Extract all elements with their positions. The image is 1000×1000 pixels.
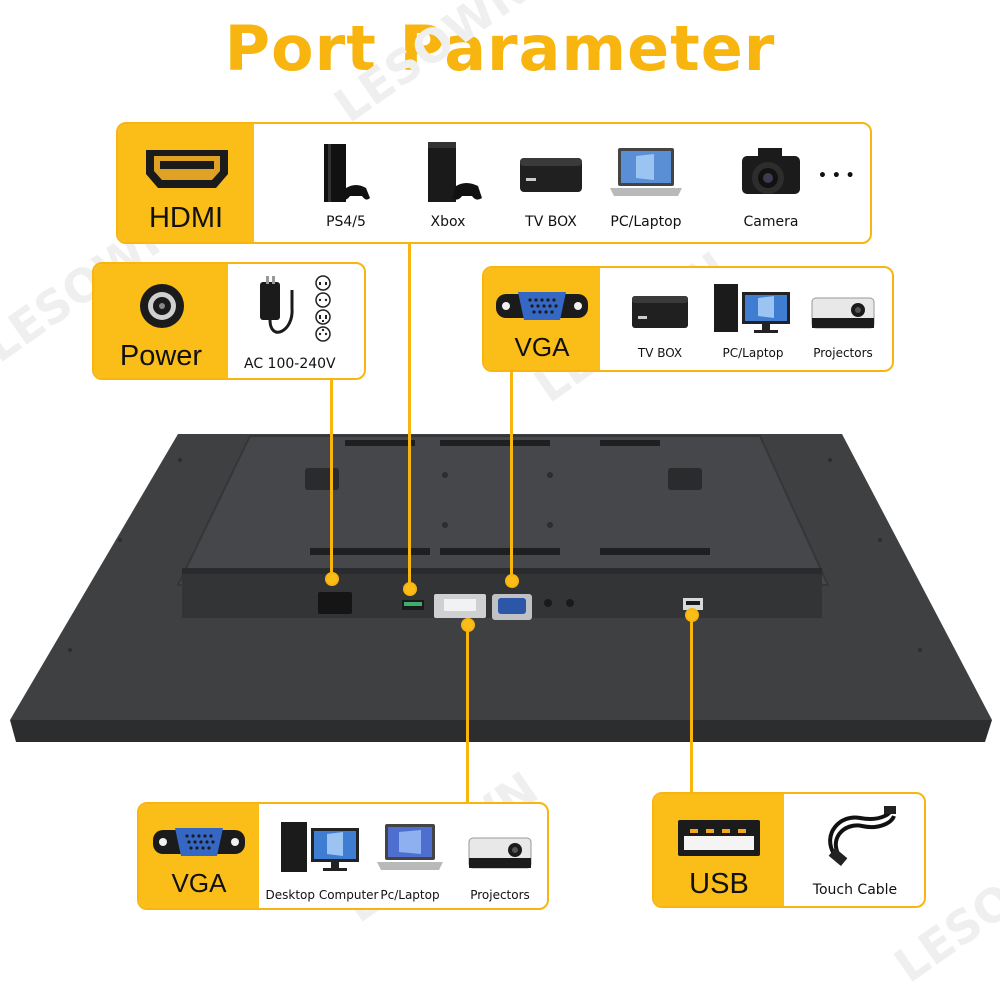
- more-devices-indicator: • • •: [818, 168, 855, 184]
- page-title: Port Parameter: [224, 12, 776, 85]
- connector-dot: [505, 574, 519, 588]
- hdmi-card: HDMI PS4/5 Xbox: [116, 122, 872, 244]
- device-label: TV BOX: [525, 214, 577, 230]
- connector-dot: [325, 572, 339, 586]
- connector-dot: [685, 608, 699, 622]
- power-adapter-icon: [254, 272, 304, 352]
- vga-bottom-card: VGA Desktop Computer Pc/Laptop: [137, 802, 549, 910]
- connector-line: [510, 372, 513, 580]
- vga-top-port-panel: VGA: [484, 268, 600, 370]
- usb-port-panel: USB: [654, 794, 784, 906]
- device-desktop: PC/Laptop: [710, 280, 796, 370]
- device-label: Desktop Computer: [265, 888, 379, 902]
- connector-dot: [461, 618, 475, 632]
- connector-line: [690, 612, 693, 792]
- device-label: PC/Laptop: [610, 214, 682, 230]
- power-port-label: Power: [119, 340, 203, 372]
- projector-icon: [808, 284, 878, 334]
- hdmi-port-label: HDMI: [148, 202, 224, 234]
- device-projector: Projectors: [465, 822, 535, 908]
- tv-box-icon: [630, 284, 690, 334]
- desktop-pc-icon: [710, 280, 796, 334]
- xbox-console-icon: [418, 138, 482, 208]
- device-desktop: Desktop Computer: [266, 818, 378, 908]
- device-ps4: PS4/5: [316, 138, 376, 238]
- power-card: Power AC 100-240V: [92, 262, 366, 380]
- device-xbox: Xbox: [418, 138, 482, 238]
- usb-card: USB Touch Cable: [652, 792, 926, 908]
- power-adapter-label: AC 100-240V: [244, 356, 336, 372]
- plug-type-icons: [312, 274, 334, 344]
- device-label: Camera: [743, 214, 799, 230]
- usb-port-icon: [676, 818, 762, 858]
- connector-line: [408, 244, 411, 586]
- connector-line: [466, 622, 469, 802]
- power-port-panel: Power: [94, 264, 228, 378]
- laptop-icon: [606, 138, 686, 208]
- device-label: Projectors: [813, 346, 873, 360]
- hdmi-port-icon: [142, 146, 232, 192]
- vga-top-card: VGA TV BOX PC/Laptop: [482, 266, 894, 372]
- connector-dot: [403, 582, 417, 596]
- device-label: PC/Laptop: [722, 346, 784, 360]
- vga-port-icon: [494, 288, 590, 324]
- vga-port-icon: [151, 824, 247, 860]
- device-label: Xbox: [430, 214, 466, 230]
- projector-icon: [465, 822, 535, 874]
- vga-bottom-port-label: VGA: [171, 868, 227, 898]
- device-camera: Camera: [736, 138, 806, 238]
- device-laptop: Pc/Laptop: [375, 818, 445, 908]
- device-touch-cable: Touch Cable: [810, 804, 900, 904]
- camera-icon: [736, 138, 806, 208]
- hdmi-port-panel: HDMI: [118, 124, 254, 242]
- connector-line: [330, 380, 333, 576]
- device-label: Pc/Laptop: [380, 888, 440, 902]
- monitor-back-panel-icon: [0, 420, 1000, 750]
- tv-box-icon: [518, 138, 584, 208]
- device-tv-box: TV BOX: [630, 284, 690, 370]
- device-label: TV BOX: [637, 346, 683, 360]
- ps4-console-icon: [316, 138, 376, 208]
- laptop-icon: [375, 818, 445, 874]
- device-tv-box: TV BOX: [518, 138, 584, 238]
- device-projector: Projectors: [808, 284, 878, 370]
- device-laptop: PC/Laptop: [606, 138, 686, 238]
- desktop-pc-icon: [279, 818, 365, 874]
- device-label: Touch Cable: [812, 882, 898, 898]
- device-label: Projectors: [470, 888, 530, 902]
- vga-top-port-label: VGA: [514, 332, 570, 362]
- vga-bottom-port-panel: VGA: [139, 804, 259, 908]
- usb-port-label: USB: [689, 868, 749, 900]
- device-label: PS4/5: [326, 214, 366, 230]
- usb-cable-icon: [820, 804, 900, 870]
- dc-jack-icon: [138, 282, 186, 330]
